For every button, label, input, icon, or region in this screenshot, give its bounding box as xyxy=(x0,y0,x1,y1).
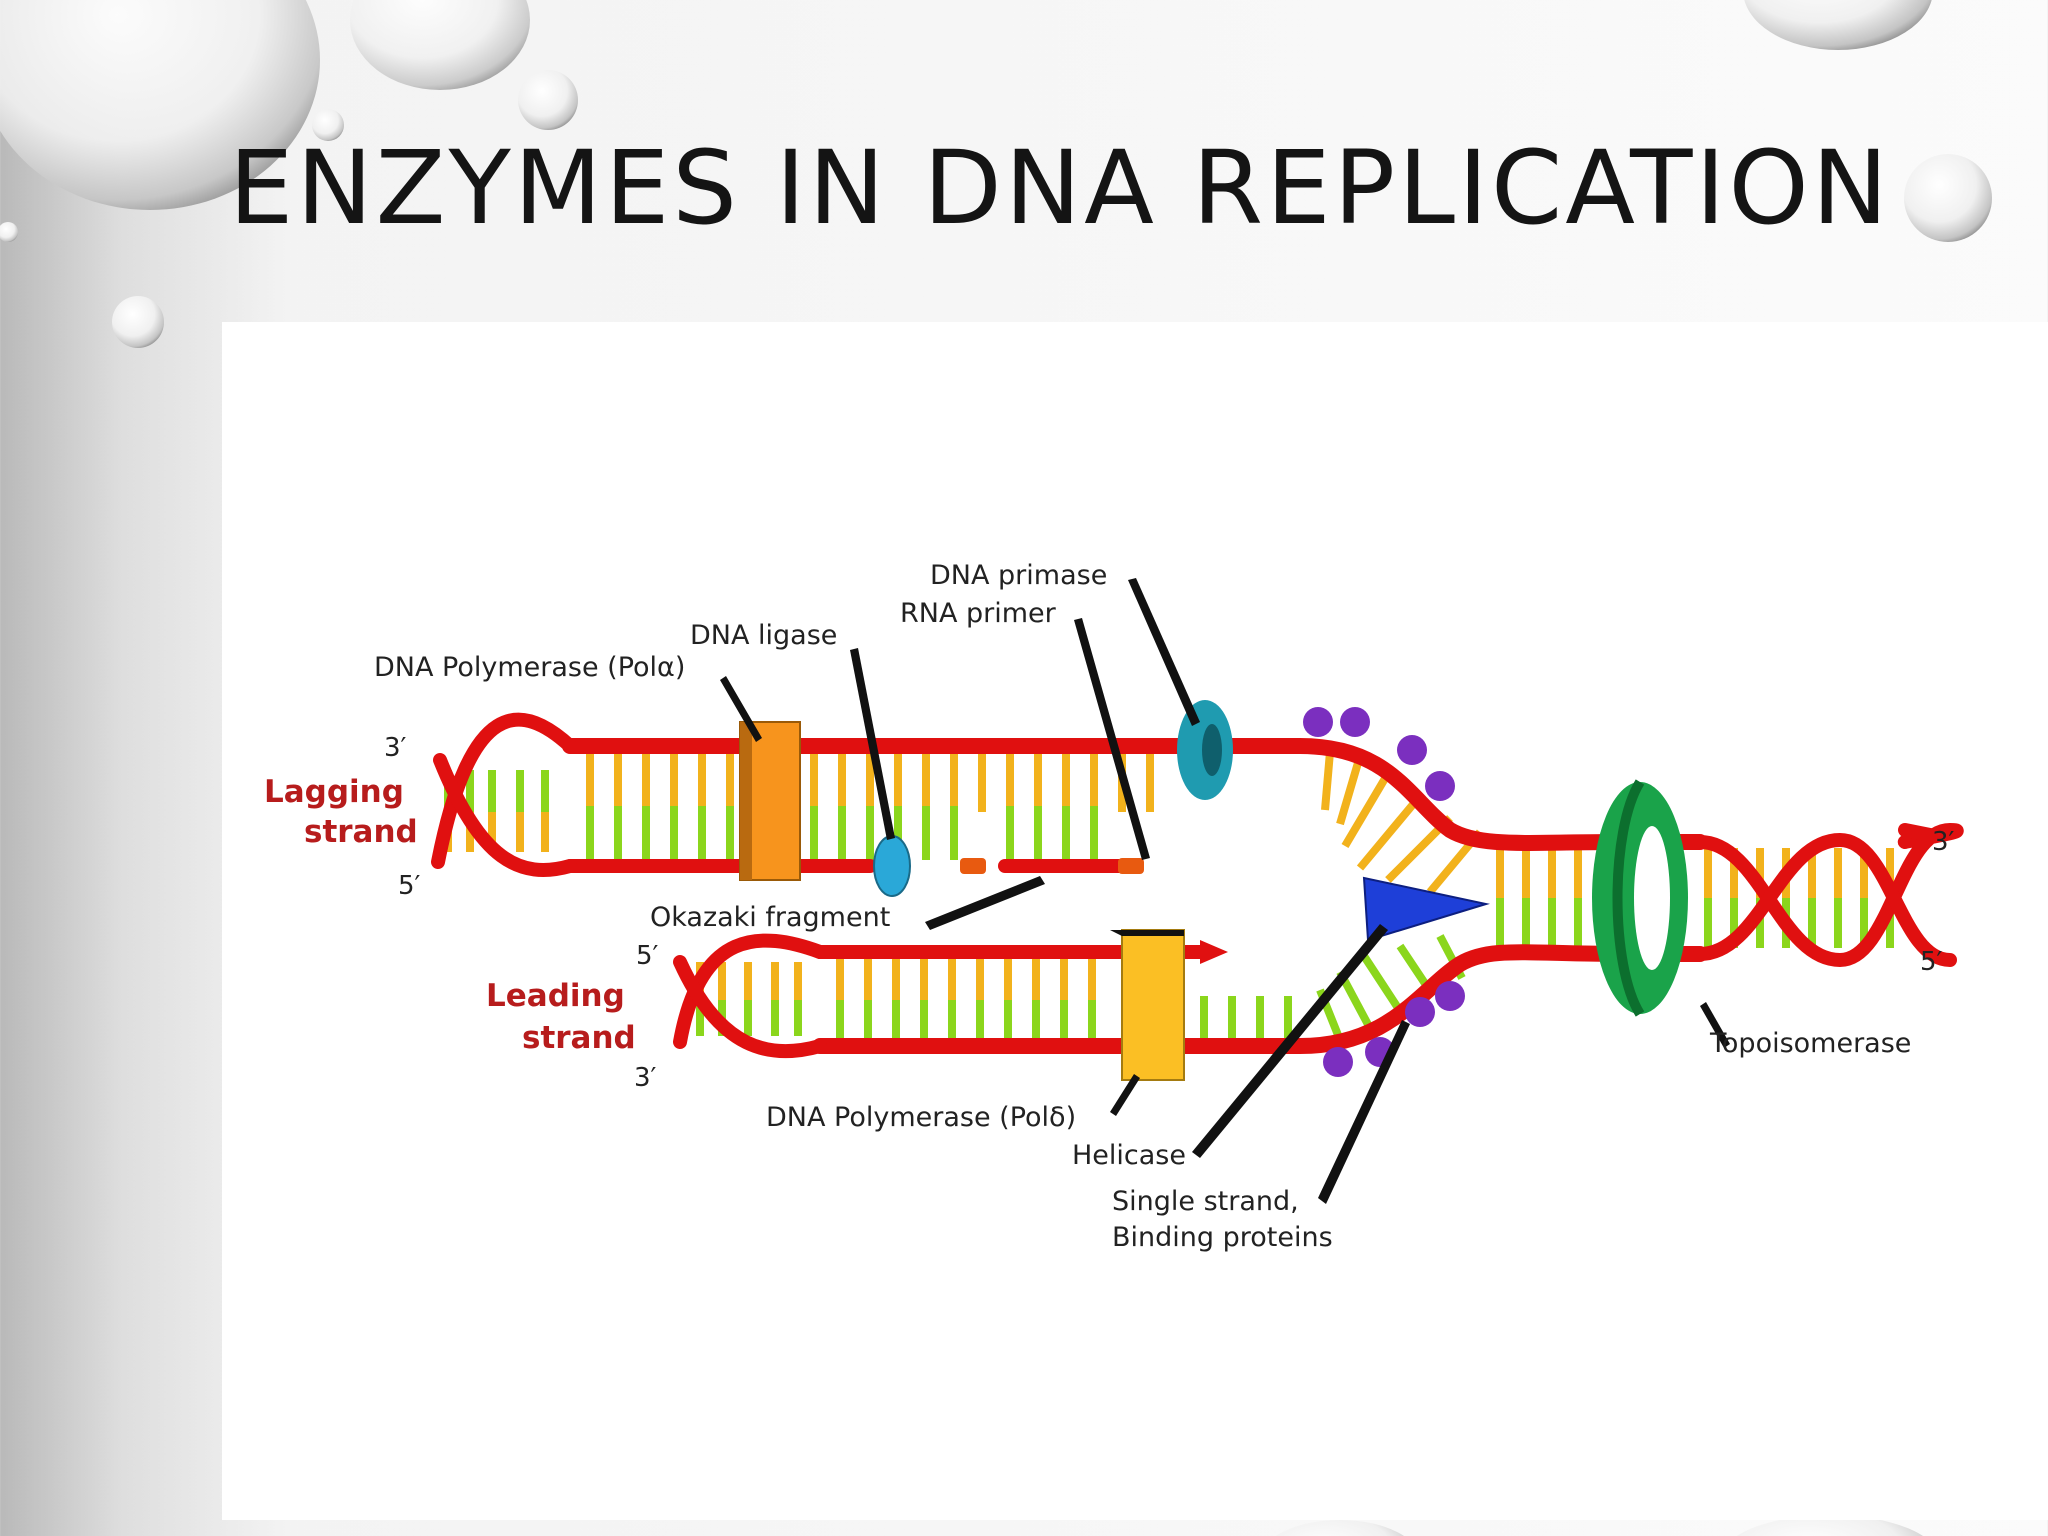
helix-twists xyxy=(431,712,1964,1059)
label-topoisomerase: Topoisomerase xyxy=(1709,1028,1911,1059)
ligase-enzyme xyxy=(873,835,911,897)
base-pair-rung xyxy=(1336,970,1376,1034)
label-rna-primer: RNA primer xyxy=(900,598,1057,629)
base-pair-rung xyxy=(1321,751,1334,811)
diagram-labels: DNA primase RNA primer DNA ligase DNA Po… xyxy=(264,560,1955,1253)
rna-primers xyxy=(960,858,1144,874)
base-pair-rung xyxy=(1360,953,1406,1017)
pol-alpha-enzyme xyxy=(739,721,801,881)
label-dna-ligase: DNA ligase xyxy=(690,620,837,651)
label-dna-primase: DNA primase xyxy=(930,560,1107,591)
lagging-template-backbone xyxy=(562,738,1628,851)
helicase-enzyme xyxy=(1362,876,1490,942)
label-pol-delta: DNA Polymerase (Polδ) xyxy=(766,1102,1076,1133)
end-parent-top: 3′ xyxy=(1932,827,1955,857)
end-leading-bottom: 3′ xyxy=(634,1063,657,1093)
label-lagging-strand-2: strand xyxy=(304,814,418,850)
base-pair-rung xyxy=(1356,793,1424,871)
primase-enzyme xyxy=(1177,700,1233,800)
end-lagging-bottom: 5′ xyxy=(398,871,421,901)
base-pair-rung xyxy=(1341,767,1394,849)
label-leading-strand-2: strand xyxy=(522,1020,636,1056)
pol-delta-enzyme xyxy=(1110,929,1185,1081)
ssb-proteins xyxy=(1303,707,1465,1077)
label-leading-strand-1: Leading xyxy=(486,978,625,1014)
end-lagging-top: 3′ xyxy=(384,733,407,763)
topoisomerase-enzyme xyxy=(1592,779,1688,1017)
leading-template-backbone xyxy=(812,944,1628,1054)
leader-lines xyxy=(720,578,1730,1204)
end-leading-top: 5′ xyxy=(636,941,659,971)
parent-base-pairs xyxy=(1496,848,1894,948)
slide-title: ENZYMES IN DNA REPLICATION xyxy=(228,129,1892,248)
label-lagging-strand-1: Lagging xyxy=(264,774,404,810)
label-ssb-1: Single strand, xyxy=(1112,1186,1299,1217)
label-helicase: Helicase xyxy=(1072,1140,1186,1171)
leading-base-pairs xyxy=(696,958,1292,1040)
end-parent-bottom: 5′ xyxy=(1920,947,1943,977)
label-okazaki-fragment: Okazaki fragment xyxy=(650,902,890,933)
label-pol-alpha: DNA Polymerase (Polα) xyxy=(374,652,685,683)
leading-strand-arrow xyxy=(1200,940,1228,964)
base-pair-rung xyxy=(1336,754,1364,826)
label-ssb-2: Binding proteins xyxy=(1112,1222,1333,1253)
water-droplets xyxy=(0,0,1992,1536)
